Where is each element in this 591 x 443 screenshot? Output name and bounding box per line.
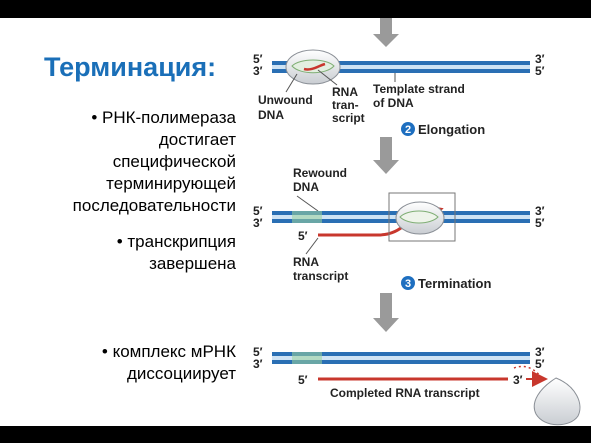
bullet-line: специфической xyxy=(112,152,236,171)
callout-line xyxy=(296,195,319,212)
released-polymerase xyxy=(533,377,581,426)
rna-5prime-label: 5′ xyxy=(298,229,308,243)
dna-strand-coding xyxy=(272,352,530,356)
unwound-dna-label: Unwound DNA xyxy=(258,93,316,122)
bullet-polymerase: • РНК-полимераза достигает специфической… xyxy=(73,107,236,217)
step-number-circle xyxy=(401,276,415,290)
rna-3prime-label: 3′ xyxy=(513,373,523,387)
rna-transcript-label: RNA tran- script xyxy=(332,85,365,125)
label-line: transcript xyxy=(293,269,348,283)
label-5prime: 5′ xyxy=(535,216,545,230)
callout-line xyxy=(317,69,338,86)
dna-strand-template xyxy=(272,69,530,73)
bullet-line: диссоциирует xyxy=(126,364,236,383)
rewound-dna-label: Rewound DNA xyxy=(293,166,350,194)
step-label-elongation: Elongation xyxy=(418,122,485,137)
label-line: of DNA xyxy=(373,96,414,110)
top-black-bar xyxy=(0,0,591,18)
down-arrow xyxy=(373,18,399,47)
step-number: 2 xyxy=(405,124,411,136)
label-line: DNA xyxy=(258,108,284,122)
label-line: tran- xyxy=(332,98,359,112)
label-3prime: 3′ xyxy=(253,216,263,230)
dna-strand-highlight xyxy=(272,356,530,360)
unwound-bubble xyxy=(399,210,439,224)
bullet-line: завершена xyxy=(149,254,236,273)
label-line: DNA xyxy=(293,180,319,194)
bottom-black-bar xyxy=(0,426,591,443)
rna-5prime-label: 5′ xyxy=(298,373,308,387)
label-5prime: 5′ xyxy=(535,357,545,371)
callout-line xyxy=(285,73,298,93)
label-3prime: 3′ xyxy=(253,64,263,78)
label-3prime: 3′ xyxy=(535,52,545,66)
bullet-line: последовательности xyxy=(72,196,236,215)
unwound-bubble xyxy=(291,59,335,74)
completed-rna-label: Completed RNA transcript xyxy=(330,386,480,400)
bullet-line: • комплекс мРНК xyxy=(101,342,236,361)
label-line: RNA xyxy=(332,85,358,99)
label-5prime: 5′ xyxy=(253,52,263,66)
label-line: Rewound xyxy=(293,166,347,180)
dna-strand-template xyxy=(272,360,530,364)
terminator-region xyxy=(292,211,322,223)
label-3prime: 3′ xyxy=(535,204,545,218)
bullet-line: • РНК-полимераза xyxy=(91,108,236,127)
bullet-line: достигает xyxy=(158,130,236,149)
down-arrow xyxy=(373,137,399,174)
dna-strand-highlight xyxy=(272,65,530,69)
slide-title: Терминация: xyxy=(44,52,217,82)
template-strand-label: Template strand of DNA xyxy=(373,82,468,110)
step-number-circle xyxy=(401,122,415,136)
label-line: script xyxy=(332,111,365,125)
label-5prime: 5′ xyxy=(253,204,263,218)
bullet-line: терминирующей xyxy=(106,174,236,193)
bullet-line: • транскрипция xyxy=(116,232,236,251)
termination-zoom-box xyxy=(388,192,456,242)
rna-transcript-label: RNA transcript xyxy=(293,255,348,283)
down-arrow xyxy=(373,293,399,332)
label-5prime: 5′ xyxy=(253,345,263,359)
label-3prime: 3′ xyxy=(535,345,545,359)
bullet-dissociation: • комплекс мРНК диссоциирует xyxy=(102,341,236,385)
callout-line xyxy=(305,237,319,255)
label-line: Template strand xyxy=(373,82,465,96)
label-3prime: 3′ xyxy=(253,357,263,371)
label-5prime: 5′ xyxy=(535,64,545,78)
bullet-transcription: • транскрипция завершена xyxy=(117,231,236,275)
label-line: RNA xyxy=(293,255,319,269)
step-number: 3 xyxy=(405,278,411,290)
step-label-termination: Termination xyxy=(418,276,491,291)
dna-strand-coding xyxy=(272,61,530,65)
rna-transcript-top xyxy=(303,62,326,71)
terminator-region xyxy=(292,352,322,364)
label-line: Unwound xyxy=(258,93,313,107)
